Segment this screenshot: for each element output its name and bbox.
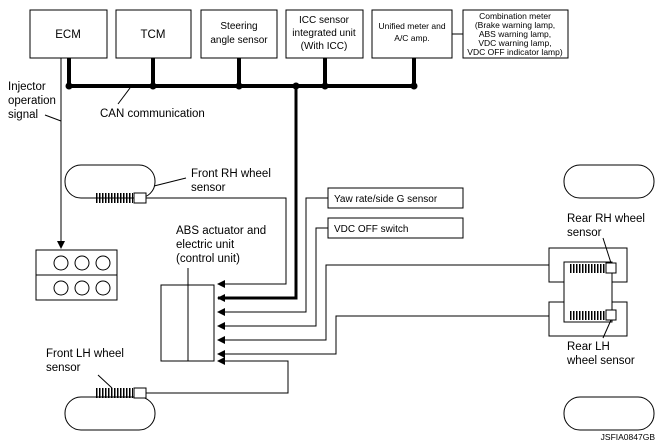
vdc-off-switch-box: VDC OFF switch <box>327 217 464 239</box>
abs-label-1: ABS actuator and <box>176 225 266 237</box>
ecm-label: ECM <box>55 29 81 41</box>
rear-lh-label-2: wheel sensor <box>566 355 635 367</box>
unified-meter-box: Unified meter and A/C amp. <box>371 9 453 59</box>
combination-label-1: Combination meter <box>479 11 551 21</box>
vdc-off-label: VDC OFF switch <box>334 224 408 235</box>
rear-lh-leader <box>602 319 612 339</box>
combination-label-5: VDC OFF indicator lamp) <box>467 47 563 57</box>
front-lh-label-1: Front LH wheel <box>46 348 124 360</box>
front-lh-leader <box>97 374 113 389</box>
front-lh-signal-line <box>146 357 289 394</box>
combination-meter-box: Combination meter (Brake warning lamp, A… <box>462 9 569 59</box>
abs-label-3: (control unit) <box>176 253 240 265</box>
front-rh-label-1: Front RH wheel <box>191 168 271 180</box>
ecm-box: ECM <box>29 9 108 59</box>
rear-lh-wheel <box>563 396 655 431</box>
steering-label-2: angle sensor <box>210 35 268 46</box>
front-lh-label-2: sensor <box>46 362 81 374</box>
tcm-box: TCM <box>115 9 192 59</box>
icc-label-1: ICC sensor <box>299 15 350 26</box>
combination-label-3: ABS warning lamp, <box>479 29 551 39</box>
injector-leader <box>44 114 62 122</box>
steering-label-1: Steering <box>220 21 257 32</box>
can-bus <box>65 58 418 302</box>
icc-label-2: integrated unit <box>292 28 356 39</box>
yaw-signal-line <box>217 197 328 316</box>
combination-label-2: (Brake warning lamp, <box>475 20 555 30</box>
abs-actuator-unit <box>160 284 215 362</box>
rear-rh-wheel <box>563 164 655 199</box>
unified-label-1: Unified meter and <box>378 21 445 31</box>
front-rh-leader <box>153 177 187 187</box>
figure-id: JSFIA0847GB <box>601 432 656 442</box>
rear-rh-label-1: Rear RH wheel <box>567 213 645 225</box>
engine-injectors <box>35 249 118 301</box>
can-label: CAN communication <box>100 108 205 120</box>
rear-axle <box>548 247 628 337</box>
icc-label-3: (With ICC) <box>301 41 348 52</box>
rear-rh-leader <box>602 237 612 264</box>
rear-lh-signal-line <box>217 315 549 358</box>
vdc-off-signal-line <box>217 227 328 330</box>
yaw-rate-sensor-box: Yaw rate/side G sensor <box>327 187 464 209</box>
rear-rh-signal-line <box>217 264 549 344</box>
front-rh-wheel <box>64 164 156 204</box>
icc-sensor-box: ICC sensor integrated unit (With ICC) <box>285 9 364 59</box>
injector-label-2: operation <box>8 95 56 107</box>
front-rh-signal-line <box>146 197 287 288</box>
front-rh-label-2: sensor <box>191 182 226 194</box>
can-leader <box>117 87 131 105</box>
rear-lh-label-1: Rear LH <box>567 341 610 353</box>
abs-label-2: electric unit <box>176 239 235 251</box>
injector-label-1: Injector <box>8 81 46 93</box>
tcm-label: TCM <box>141 29 166 41</box>
injector-label-3: signal <box>8 109 38 121</box>
steering-angle-sensor-box: Steering angle sensor <box>200 9 278 59</box>
yaw-label: Yaw rate/side G sensor <box>334 194 438 205</box>
unified-label-2: A/C amp. <box>394 33 429 43</box>
rear-rh-label-2: sensor <box>567 227 602 239</box>
combination-label-4: VDC warning lamp, <box>478 38 551 48</box>
front-lh-wheel <box>64 387 156 431</box>
